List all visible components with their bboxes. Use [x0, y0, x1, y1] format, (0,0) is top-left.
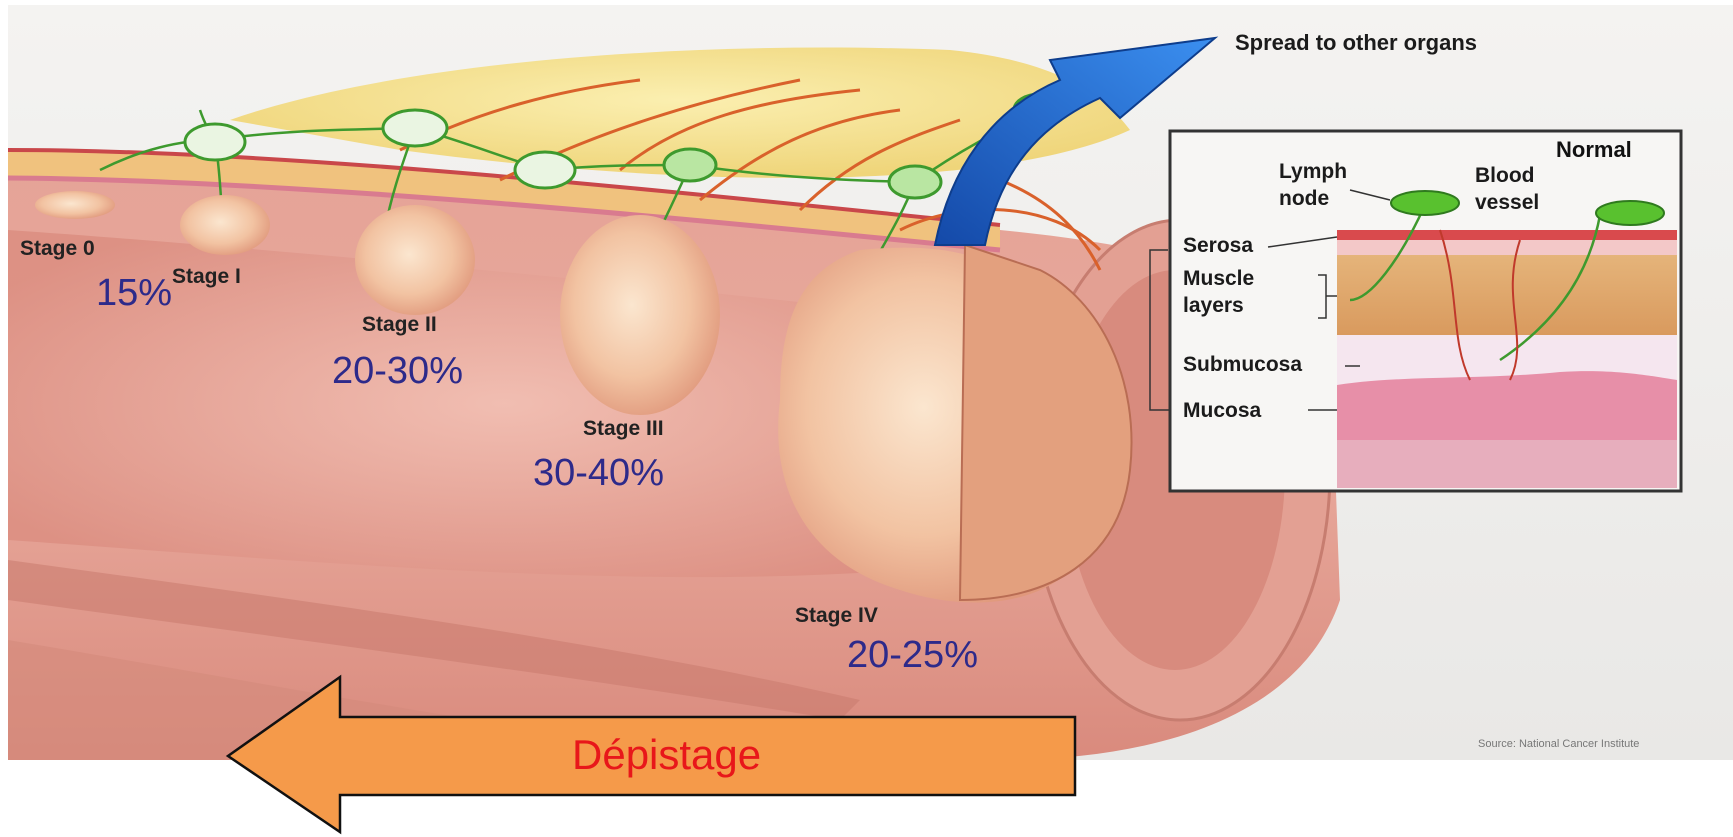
stage-1-label: Stage I	[172, 265, 241, 289]
lymph-node	[515, 152, 575, 188]
stage-2-label: Stage II	[362, 313, 437, 337]
stage-4-label: Stage IV	[795, 604, 878, 628]
tumor-stage-0	[35, 191, 115, 219]
stage-0-label: Stage 0	[20, 237, 95, 261]
inset-serosa-label: Serosa	[1183, 232, 1253, 259]
spread-label: Spread to other organs	[1235, 30, 1477, 56]
tumor-stage-2	[355, 205, 475, 315]
stage-4-percent: 20-25%	[847, 634, 978, 677]
stage-2-percent: 20-30%	[332, 350, 463, 393]
tumor-stage-3	[560, 215, 720, 415]
stage-1-percent: 15%	[96, 272, 172, 315]
screening-label: Dépistage	[572, 731, 761, 779]
stage-3-label: Stage III	[583, 417, 664, 441]
inset-title: Normal	[1556, 137, 1632, 163]
inset-lymph-node-label: Lymph node	[1279, 158, 1359, 212]
inset-blood-vessel-label: Blood vessel	[1475, 162, 1555, 216]
inset-mucosa-label: Mucosa	[1183, 397, 1261, 424]
lymph-node-affected	[889, 166, 941, 198]
tumor-stage-1	[180, 195, 270, 255]
lymph-node-affected	[664, 149, 716, 181]
inset-muscle-label: Muscle layers	[1183, 265, 1283, 319]
lymph-node	[185, 124, 245, 160]
inset-submucosa-label: Submucosa	[1183, 351, 1302, 378]
source-credit: Source: National Cancer Institute	[1478, 738, 1639, 750]
inset-lymph-node	[1391, 191, 1459, 215]
stage-3-percent: 30-40%	[533, 452, 664, 495]
lymph-node	[383, 110, 447, 146]
inset-lymph-node	[1596, 201, 1664, 225]
